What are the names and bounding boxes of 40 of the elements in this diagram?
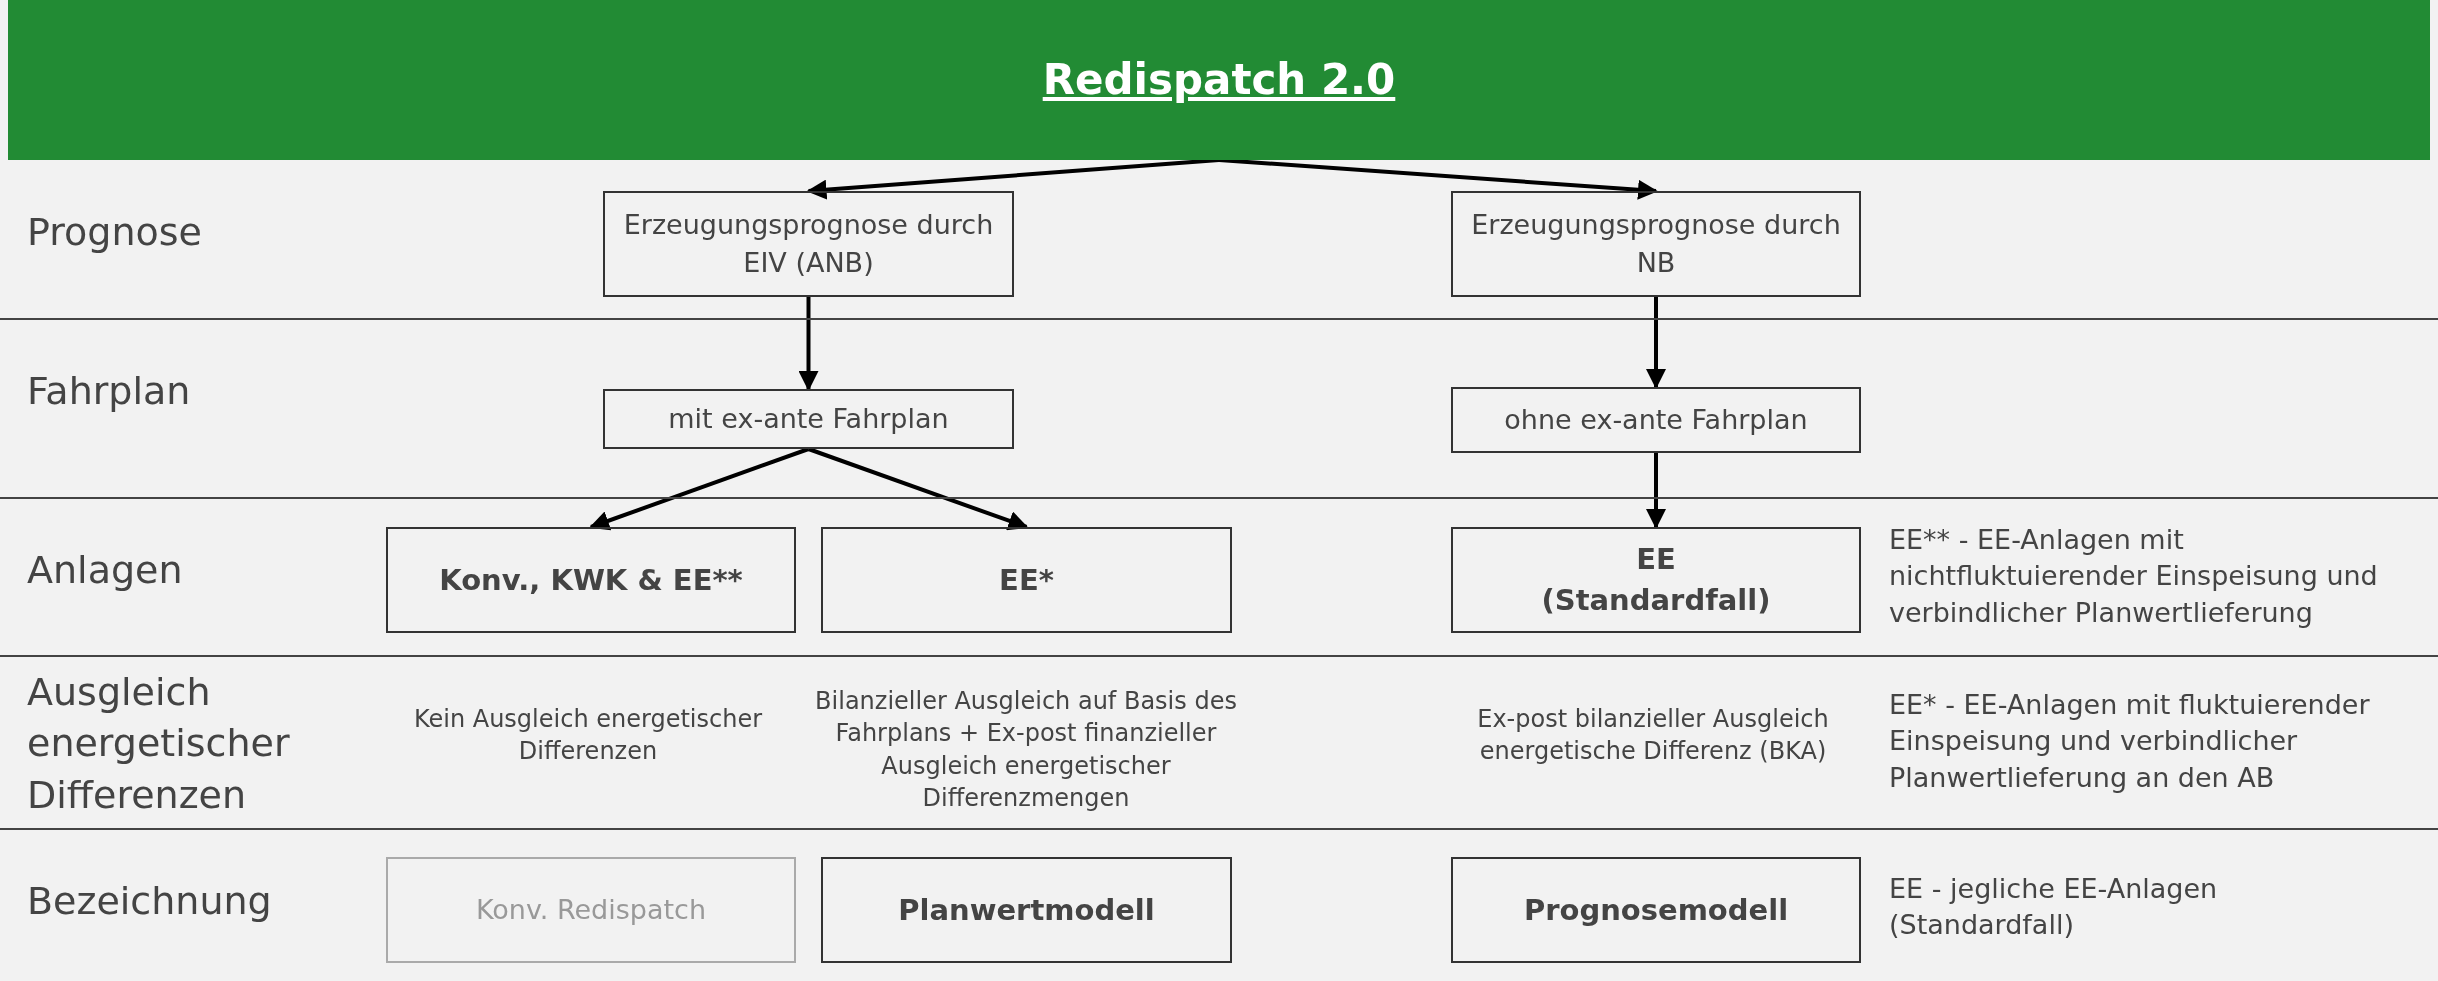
box-text: EE (Standardfall) [1540,541,1772,619]
arrow [807,447,1029,531]
row-label: Ausgleich energetischer Differenzen [27,669,291,819]
box-text: Konv., KWK & EE** [439,561,743,599]
row-label: Prognose [27,209,203,257]
box-text: EE* [999,561,1054,599]
arrow [1218,158,1658,200]
box-text: Prognosemodell [1523,891,1789,929]
process-box [1451,191,1861,297]
footnote-text: EE* - EE-Anlagen mit fluktuierender Einspeisung und verbindlicher Planwertlieferung an den AB [1889,688,2371,796]
box-text: Planwertmodell [898,891,1155,929]
box-text: Erzeugungsprognose durch EIV (ANB) [622,208,995,280]
row-label: Fahrplan [27,368,192,416]
process-box [1451,387,1861,453]
description-text: Kein Ausgleich energetischer Differenzen [412,703,764,767]
arrow [806,158,1220,200]
box-text: ohne ex-ante Fahrplan [1504,403,1808,438]
process-box [1451,857,1861,963]
header-bar [8,0,2430,160]
process-box [386,527,796,633]
row-label: Anlagen [27,547,184,595]
arrow [798,297,819,391]
box-text: mit ex-ante Fahrplan [668,402,949,437]
description-text: Ex-post bilanzieller Ausgleich energetische Differenz (BKA) [1476,703,1830,767]
process-box [386,857,796,963]
process-box [603,191,1014,297]
process-box [821,857,1232,963]
title-text: Redispatch 2.0 [1042,53,1396,106]
arrow [1646,297,1666,389]
box-text: Erzeugungsprognose durch NB [1470,208,1842,280]
process-box [1451,527,1861,633]
footnote-text: EE - jegliche EE-Anlagen (Standardfall) [1889,871,2219,942]
description-text: Bilanzieller Ausgleich auf Basis des Fahrplans + Ex-post finanzieller Ausgleich energetischer Differenzmengen [814,686,1238,815]
arrow [589,447,810,531]
process-box [821,527,1232,633]
footnote-text: EE** - EE-Anlagen mit nichtfluktuierender Einspeisung und verbindlicher Planwertlieferung [1889,523,2379,631]
arrow [1646,453,1666,529]
process-box [603,389,1014,449]
row-label: Bezeichnung [27,878,273,926]
box-text: Konv. Redispatch [475,893,707,928]
